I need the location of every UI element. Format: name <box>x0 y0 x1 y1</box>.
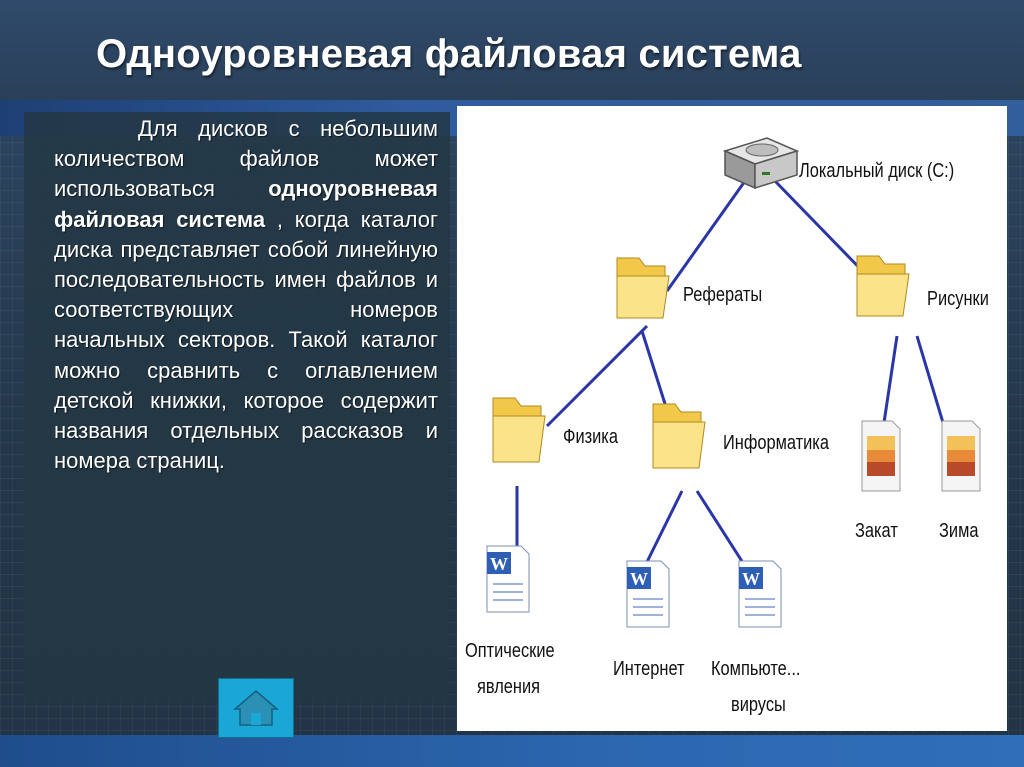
folder-icon-referaty <box>616 257 670 319</box>
image-file-icon-zakat <box>861 420 901 492</box>
image-label-zima: Зима <box>939 520 979 542</box>
home-button[interactable] <box>218 678 294 738</box>
body-text-part2: , когда каталог диска представляет собой… <box>54 206 438 474</box>
svg-text:W: W <box>630 569 648 589</box>
tree-graphics: W W W <box>486 137 981 628</box>
body-text-bold: одноуровневая файловая система <box>54 176 438 232</box>
doc-label-virusy-line2: вирусы <box>731 694 786 716</box>
word-doc-icon-kompyuternye-virusy: W <box>738 560 782 628</box>
doc-label-opticheskie-line1: Оптические <box>465 640 555 662</box>
hard-drive-icon <box>722 137 800 190</box>
disk-label: Локальный диск (С:) <box>799 160 955 182</box>
body-text-part1: Для дисков с небольшим количеством файло… <box>54 116 438 202</box>
svg-text:W: W <box>490 554 508 574</box>
text-panel <box>24 112 450 702</box>
folder-icon-fizika <box>492 397 546 463</box>
body-text: Для дисков с небольшим количеством файло… <box>54 114 438 476</box>
word-doc-icon-opticheskie: W <box>486 545 530 613</box>
folder-label-fizika: Физика <box>563 426 618 448</box>
doc-label-opticheskie-line2: явления <box>477 676 541 698</box>
doc-label-internet: Интернет <box>613 658 685 680</box>
footer-band <box>0 735 1024 767</box>
folder-label-informatika: Информатика <box>723 432 829 454</box>
image-file-icon-zima <box>941 420 981 492</box>
word-doc-icon-internet: W <box>626 560 670 628</box>
folder-label-risunki: Рисунки <box>927 288 989 310</box>
folder-label-referaty: Рефераты <box>683 284 763 306</box>
slide-title: Одноуровневая файловая система <box>96 32 802 76</box>
home-icon <box>232 690 280 726</box>
doc-label-virusy-line1: Компьюте... <box>711 658 801 680</box>
folder-icon-risunki <box>856 255 910 317</box>
svg-text:W: W <box>742 569 760 589</box>
tree-links <box>515 179 949 567</box>
image-label-zakat: Закат <box>855 520 898 542</box>
file-tree-diagram: W W W Локальный диск (С:) Рефераты Рисун… <box>457 106 1007 731</box>
folder-icon-informatika <box>652 403 706 469</box>
